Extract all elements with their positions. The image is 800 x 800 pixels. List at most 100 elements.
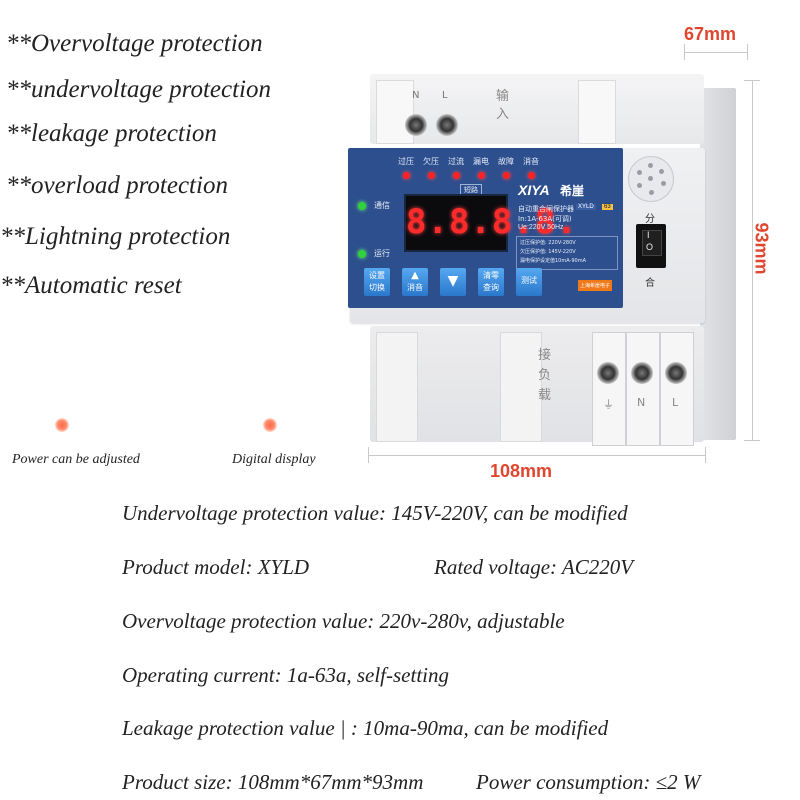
button-label: 设置 [369, 271, 385, 280]
button-label: 消音 [407, 283, 423, 292]
screw-icon [665, 362, 687, 384]
digital-display: 8.8.8.8. [404, 194, 578, 252]
rating-voltage: Ue:220V 50Hz [518, 224, 564, 231]
device-top-rib [376, 80, 414, 144]
status-label-running: 运行 [374, 249, 390, 258]
dimension-height: 93mm [751, 222, 772, 275]
device-lower-rib [376, 332, 418, 442]
dimension-tick [744, 440, 760, 441]
clear-query-button[interactable]: 清零 查询 [478, 268, 504, 296]
switch-on-mark: I [647, 230, 650, 240]
up-arrow-icon: ▲ [411, 270, 419, 281]
screw-icon [405, 114, 427, 136]
status-label-communication: 通信 [374, 201, 390, 210]
red-dot-icon [263, 418, 277, 432]
product-name: 自动重合闸保护器 [518, 205, 574, 213]
spec-undervoltage: Undervoltage protection value: 145V-220V… [122, 501, 628, 525]
dimension-tick [747, 44, 748, 60]
indicator-label-overcurrent: 过流 [448, 157, 464, 166]
model-tag: XYLD [576, 204, 596, 210]
indicator-label-leakage: 漏电 [473, 157, 489, 166]
load-label: 接负载 [538, 348, 552, 403]
switch-label-off: 分 [645, 214, 655, 225]
feature-lightning: **Lightning protection [0, 223, 231, 250]
bottom-terminal-l: L [672, 396, 679, 409]
led-icon [528, 172, 535, 179]
bottom-terminal-block [592, 332, 626, 446]
down-button[interactable]: ▼ [440, 268, 466, 296]
dimension-width: 108mm [490, 461, 553, 481]
front-panel: 过压 欠压 过流 漏电 故障 消音 短路 通信 运行 8.8.8.8. XIYA… [348, 148, 705, 323]
dimension-tick [744, 80, 760, 81]
dimension-depth: 67mm [684, 24, 737, 44]
dimension-width-line [368, 455, 706, 456]
bottom-terminal-block [660, 332, 694, 446]
display-readout: 8.8.8.8. [406, 202, 578, 242]
bottom-terminal-block [626, 332, 660, 446]
device-lower-rib [500, 332, 542, 442]
indicator-label-overvoltage: 过压 [398, 157, 414, 166]
spec-line-leakage: 漏电保护设定值10mA-90mA [520, 258, 587, 264]
test-button[interactable]: 测试 [516, 268, 542, 296]
rocker-icon [642, 230, 662, 256]
label-digital-display: Digital display [232, 452, 316, 467]
indicator-label-undervoltage: 欠压 [423, 157, 439, 166]
spec-rated-voltage: Rated voltage: AC220V [434, 555, 634, 579]
led-icon [503, 172, 510, 179]
spec-overvoltage: Overvoltage protection value: 220v-280v,… [122, 609, 565, 633]
button-label: 清零 [483, 271, 499, 280]
device-side [700, 88, 736, 440]
brand-logo: XIYA [518, 182, 550, 198]
switch-label-on: 合 [645, 278, 655, 289]
spec-operating-current: Operating current: 1a-63a, self-setting [122, 663, 450, 687]
led-icon [358, 202, 366, 210]
feature-overvoltage: **Overvoltage protection [6, 30, 263, 57]
spec-box: 过压保护值: 220V-280V 欠压保护值: 145V-220V 漏电保护设定… [516, 236, 618, 270]
spec-line-overvoltage: 过压保护值: 220V-280V [520, 240, 576, 246]
switch-off-mark: O [646, 242, 654, 252]
button-label: 测试 [521, 276, 537, 285]
top-terminal-n: N [412, 90, 420, 101]
button-label: 切换 [369, 283, 385, 292]
spec-power-consumption: Power consumption: ≤2 W [476, 770, 701, 794]
spec-leakage: Leakage protection value | : 10ma-90ma, … [122, 716, 609, 740]
top-terminal-l: L [442, 90, 448, 101]
feature-overload: **overload protection [6, 172, 228, 199]
dimension-tick [368, 447, 369, 463]
led-icon [428, 172, 435, 179]
ground-terminal-icon: ⏚ [603, 398, 614, 411]
set-switch-button[interactable]: 设置 切换 [364, 268, 390, 296]
device-top-rib [578, 80, 616, 144]
spec-line-undervoltage: 欠压保护值: 145V-220V [520, 249, 576, 255]
indicator-label-mute: 消音 [523, 157, 539, 166]
screw-icon [597, 362, 619, 384]
screw-icon [436, 114, 458, 136]
button-label: 查询 [483, 283, 499, 292]
dimension-depth-line [684, 52, 748, 53]
feature-leakage: **leakage protection [6, 120, 217, 147]
spec-model: Product model: XYLD [122, 555, 310, 579]
red-dot-icon [55, 418, 69, 432]
protector-device: N L 输入 过压 欠压 过流 漏电 故障 消音 短路 通信 运行 8.8.8.… [348, 70, 750, 455]
buzzer-grille-icon [628, 156, 674, 202]
rating-tag: 63 [602, 204, 613, 210]
screw-icon [631, 362, 653, 384]
up-mute-button[interactable]: ▲ 消音 [402, 268, 428, 296]
led-icon [453, 172, 460, 179]
bottom-terminal-n: N [637, 396, 646, 409]
label-power-adjusted: Power can be adjusted [12, 452, 140, 467]
dimension-height-line [752, 80, 753, 440]
input-label: 输入 [496, 89, 510, 122]
rating-current: In:1A-63A(可调) [518, 215, 572, 223]
dimension-tick [705, 447, 706, 463]
device-top-housing [370, 74, 704, 144]
down-arrow-icon: ▼ [447, 273, 459, 289]
spec-size: Product size: 108mm*67mm*93mm [122, 770, 424, 794]
led-icon [358, 250, 366, 258]
maker-badge: 上海希崖电子 [578, 280, 613, 291]
brand-logo-cn: 希崖 [560, 184, 585, 198]
feature-undervoltage: **undervoltage protection [6, 76, 271, 103]
led-icon [478, 172, 485, 179]
indicator-label-fault: 故障 [498, 157, 514, 166]
power-switch[interactable]: I O [636, 224, 666, 268]
